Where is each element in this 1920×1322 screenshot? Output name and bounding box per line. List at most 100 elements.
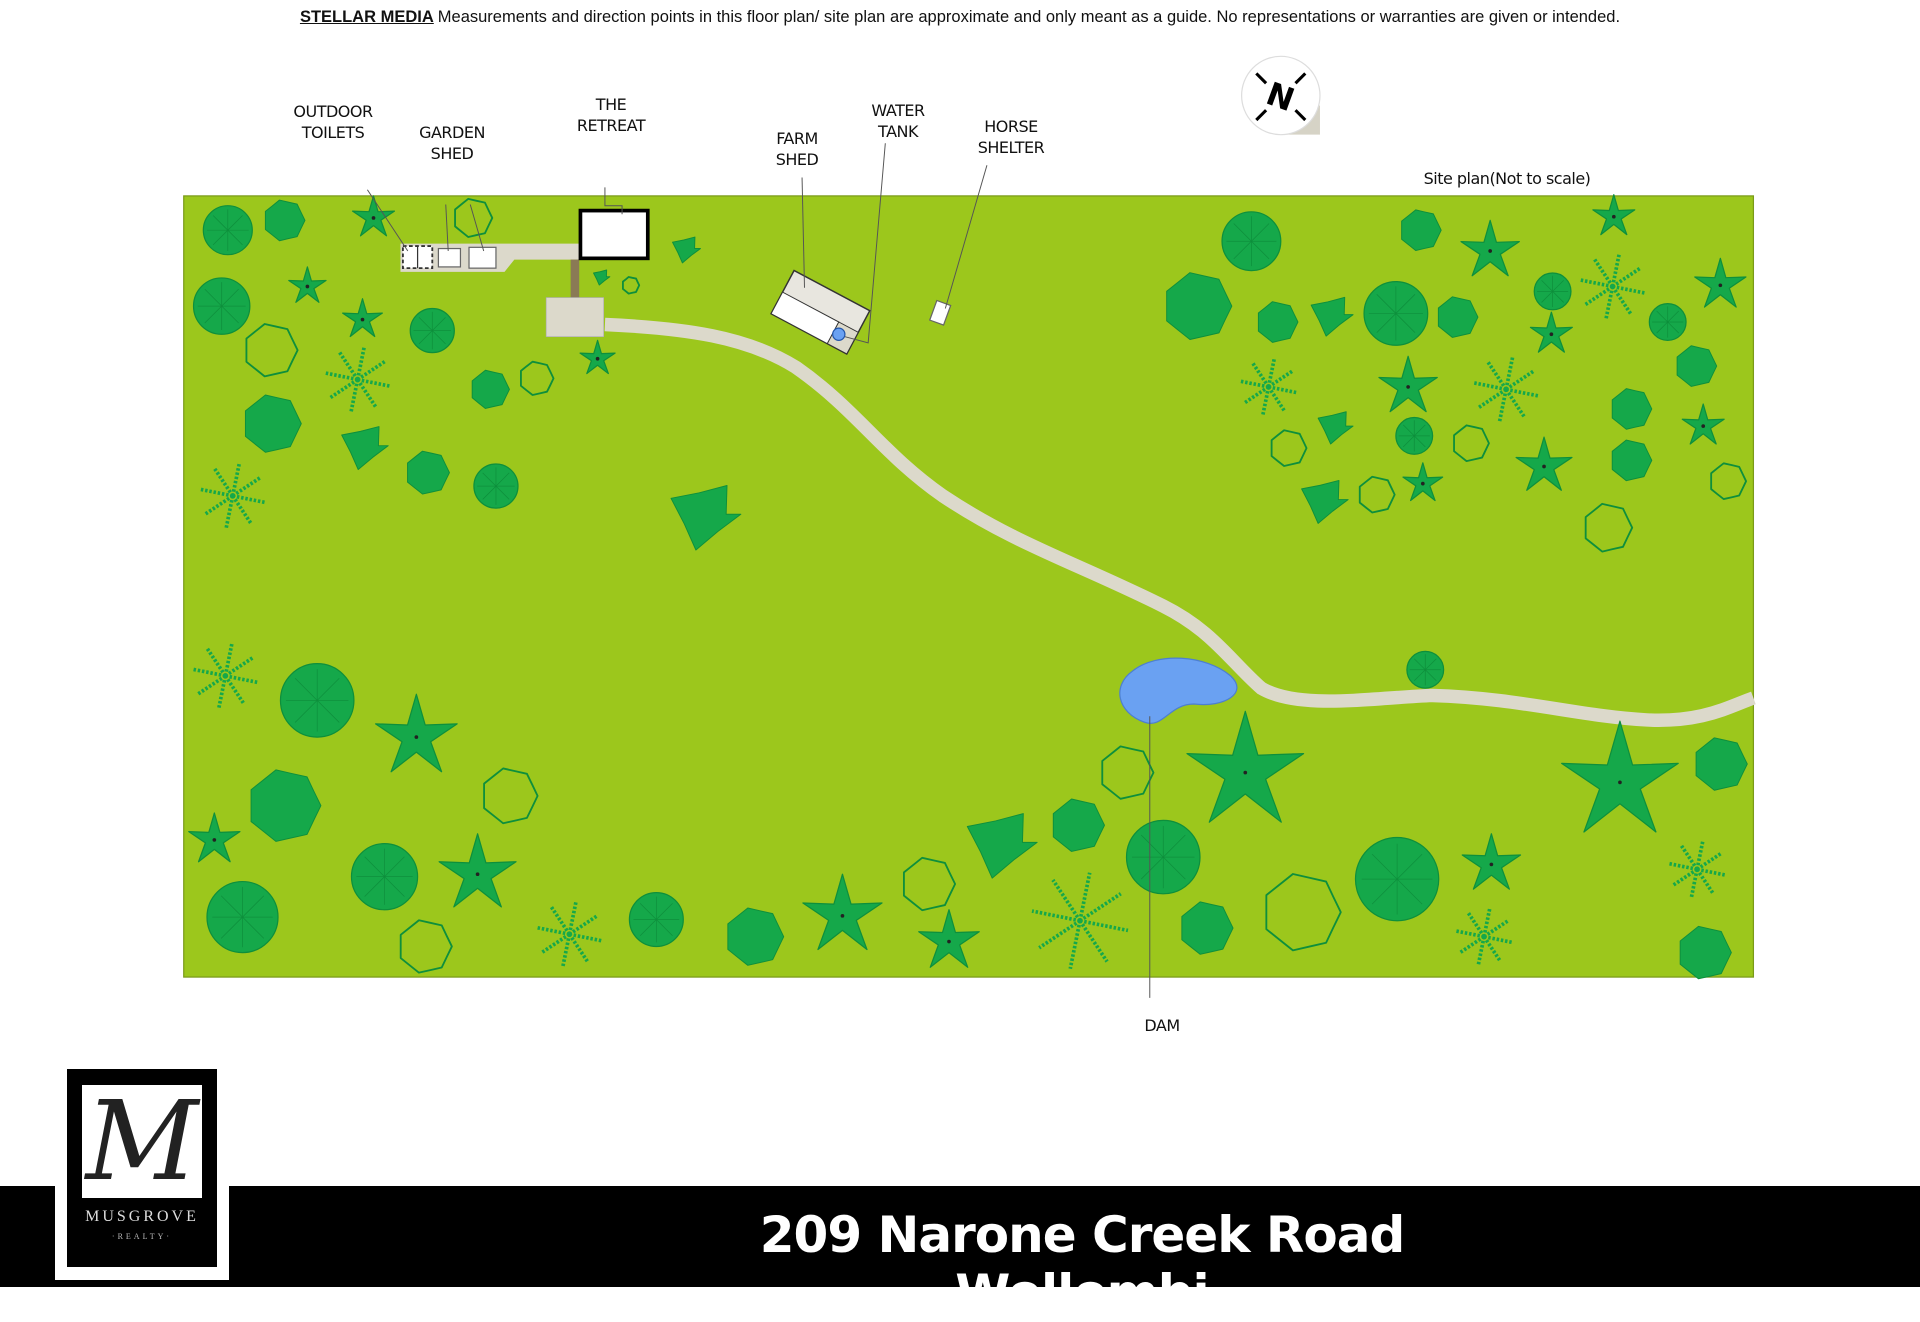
property-address: 209 Narone Creek Road Wollombi [759,1206,1406,1322]
disclaimer-text: Measurements and direction points in thi… [437,8,1621,26]
tree-icon [250,769,322,842]
site-plan-note: Site plan(Not to scale) [1423,169,1591,188]
tree-icon [1681,403,1725,445]
tree-icon [628,891,684,948]
retreat-connector [570,259,580,298]
tree-icon [483,767,539,825]
tree-icon [1461,833,1522,890]
garden-shed-building-2 [468,246,497,269]
tree-icon [1648,303,1687,341]
tree-icon [407,450,450,495]
tree-icon [288,266,327,303]
tree-icon [1354,836,1440,922]
tree-icon [593,269,611,286]
tree-icon [374,693,458,773]
tree-icon [202,205,253,256]
disclaimer-brand: STELLAR MEDIA [299,8,434,26]
logo-name: MUSGROVE [85,1208,199,1225]
tree-icon [1378,355,1438,413]
tree-icon [1473,356,1539,423]
tree-icon [1611,388,1653,430]
tree-icon [351,195,396,237]
tree-icon [1363,280,1429,346]
tree-icon [1101,745,1155,800]
tree-icon [1561,720,1679,833]
tree-icon [1695,737,1748,791]
compass-icon: N [1240,55,1321,136]
tree-icon [264,199,306,242]
dam [1119,657,1238,724]
tree-icon [1181,901,1234,955]
tree-icon [1239,357,1298,417]
tree-icon [1125,819,1201,895]
tree-icon [1676,345,1718,387]
tree-icon [536,901,603,967]
trees [188,194,1748,980]
tree-icon [350,842,419,911]
tree-icon [399,919,453,974]
water-tank [832,327,846,341]
label-line: SHED [430,144,474,163]
label-line: HORSE [984,117,1038,136]
tree-icon [1257,301,1299,343]
tree-icon [1453,424,1490,463]
tree-icon [1406,650,1445,689]
label-farm-shed: FARM SHED [776,128,819,170]
label-line: SHED [775,150,819,169]
label-line: OUTDOOR [293,102,373,121]
tree-icon [1270,429,1308,467]
tree-icon [1529,311,1573,353]
tree-icon [903,856,957,912]
tree-icon [622,276,641,295]
tree-icon [1031,872,1129,970]
tree-icon [206,880,279,954]
leader-lines [366,143,1151,998]
tree-icon [1584,502,1634,553]
tree-icon [324,346,391,413]
tree-icon [192,643,259,709]
tree-icon [1221,211,1282,272]
tree-icon [1694,257,1747,308]
tree-icon [342,298,383,338]
logo-monogram: M [82,1085,202,1198]
tree-icon [1679,925,1732,980]
tree-icon [1358,475,1396,514]
tree-icon [245,323,299,378]
tree-icon [188,812,241,863]
tree-icon [1454,907,1514,966]
label-line: TOILETS [301,123,365,142]
tree-icon [471,369,510,409]
label-horse-shelter: HORSE SHELTER [978,116,1045,158]
tree-icon [1592,194,1636,236]
logo-subtitle: ·REALTY· [111,1232,173,1241]
label-line: TANK [878,122,918,141]
tree-icon [1460,219,1520,277]
tree-icon [1611,439,1653,482]
tree-icon [1402,462,1444,502]
label-line: SHELTER [977,138,1045,157]
tree-icon [1265,873,1342,952]
retreat-deck [545,297,605,338]
tree-icon [1533,272,1572,311]
tree-icon [1401,209,1442,252]
label-line: FARM [776,129,818,148]
tree-icon [1186,710,1305,823]
driveway [604,317,1756,727]
tree-icon [727,907,785,966]
label-line: RETREAT [576,116,646,135]
tree-icon [670,484,742,551]
the-retreat-building [578,208,650,261]
tree-icon [1395,416,1434,455]
footer-band [0,1186,1920,1287]
tree-icon [1669,841,1726,898]
label-water-tank: WATER TANK [871,100,925,142]
tree-icon [1301,479,1349,524]
tree-icon [473,463,519,509]
tree-icon [1166,272,1233,341]
label-line: WATER [871,101,925,120]
tree-icon [802,873,883,951]
tree-icon [199,463,266,529]
tree-icon [1515,436,1573,491]
